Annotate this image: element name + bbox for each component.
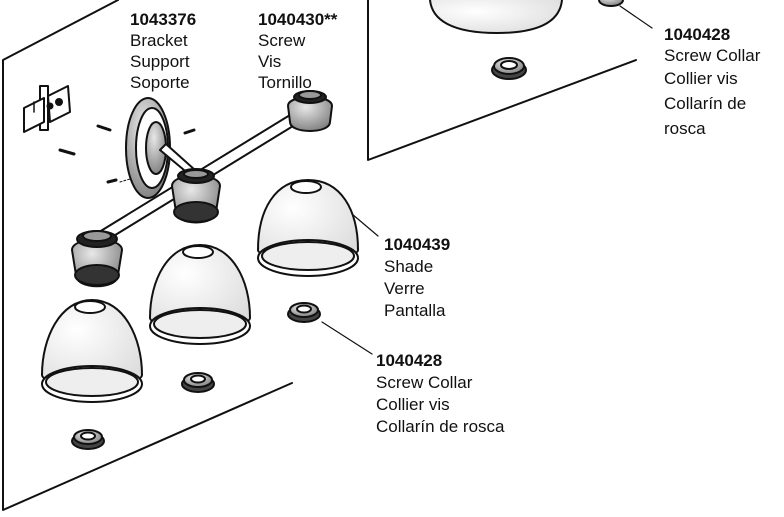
bracket-name-en: Bracket bbox=[130, 31, 188, 50]
wall-panel bbox=[2, 0, 293, 511]
socket-right bbox=[287, 90, 333, 132]
socket-center bbox=[171, 168, 221, 224]
screw-collar-top-name-fr: Collier vis bbox=[664, 69, 738, 88]
bracket-name-es: Soporte bbox=[130, 73, 190, 92]
shade-left bbox=[41, 299, 143, 403]
bracket-label: 1043376 Bracket Support Soporte bbox=[130, 9, 196, 93]
screw-collar-top-name-en: Screw Collar bbox=[664, 46, 761, 65]
screw-collar-left bbox=[71, 429, 105, 450]
screw-collar-right bbox=[287, 302, 373, 355]
bracket-part-number: 1043376 bbox=[130, 10, 197, 29]
shade-center bbox=[149, 244, 251, 345]
shade-label: 1040439 Shade Verre Pantalla bbox=[384, 234, 450, 322]
screw-name-fr: Vis bbox=[258, 52, 282, 71]
screw-label: 1040430** Screw Vis Tornillo bbox=[258, 9, 337, 93]
screw-collar-bottom-name-es: Collarín de rosca bbox=[376, 417, 505, 436]
screw-part-number: 1040430** bbox=[258, 10, 338, 29]
screw-collar-top-name-es-1: Collarín de bbox=[664, 94, 747, 113]
shade-right bbox=[257, 179, 379, 277]
socket-left bbox=[71, 230, 123, 288]
screw-collar-top-name-es-2: rosca bbox=[664, 119, 706, 138]
shade-name-es: Pantalla bbox=[384, 301, 446, 320]
shade-name-en: Shade bbox=[384, 257, 434, 276]
bracket-part bbox=[23, 85, 112, 156]
shade-name-fr: Verre bbox=[384, 279, 425, 298]
bracket-name-fr: Support bbox=[130, 52, 190, 71]
shade-part-number: 1040439 bbox=[384, 235, 451, 254]
screw-collar-bottom-part-number: 1040428 bbox=[376, 351, 443, 370]
screw-collar-top-label: 1040428 Screw Collar Collier vis Collarí… bbox=[664, 24, 760, 141]
inset-panel bbox=[367, 0, 653, 161]
screw-collar-bottom-name-fr: Collier vis bbox=[376, 395, 450, 414]
screw-name-es: Tornillo bbox=[258, 73, 312, 92]
screw-collar-center bbox=[181, 372, 215, 393]
screw-collar-top-part-number: 1040428 bbox=[664, 25, 731, 44]
screw-name-en: Screw bbox=[258, 31, 306, 50]
screw-collar-bottom-label: 1040428 Screw Collar Collier vis Collarí… bbox=[376, 350, 505, 438]
wall-plate bbox=[125, 97, 171, 199]
screw-collar-bottom-name-en: Screw Collar bbox=[376, 373, 473, 392]
